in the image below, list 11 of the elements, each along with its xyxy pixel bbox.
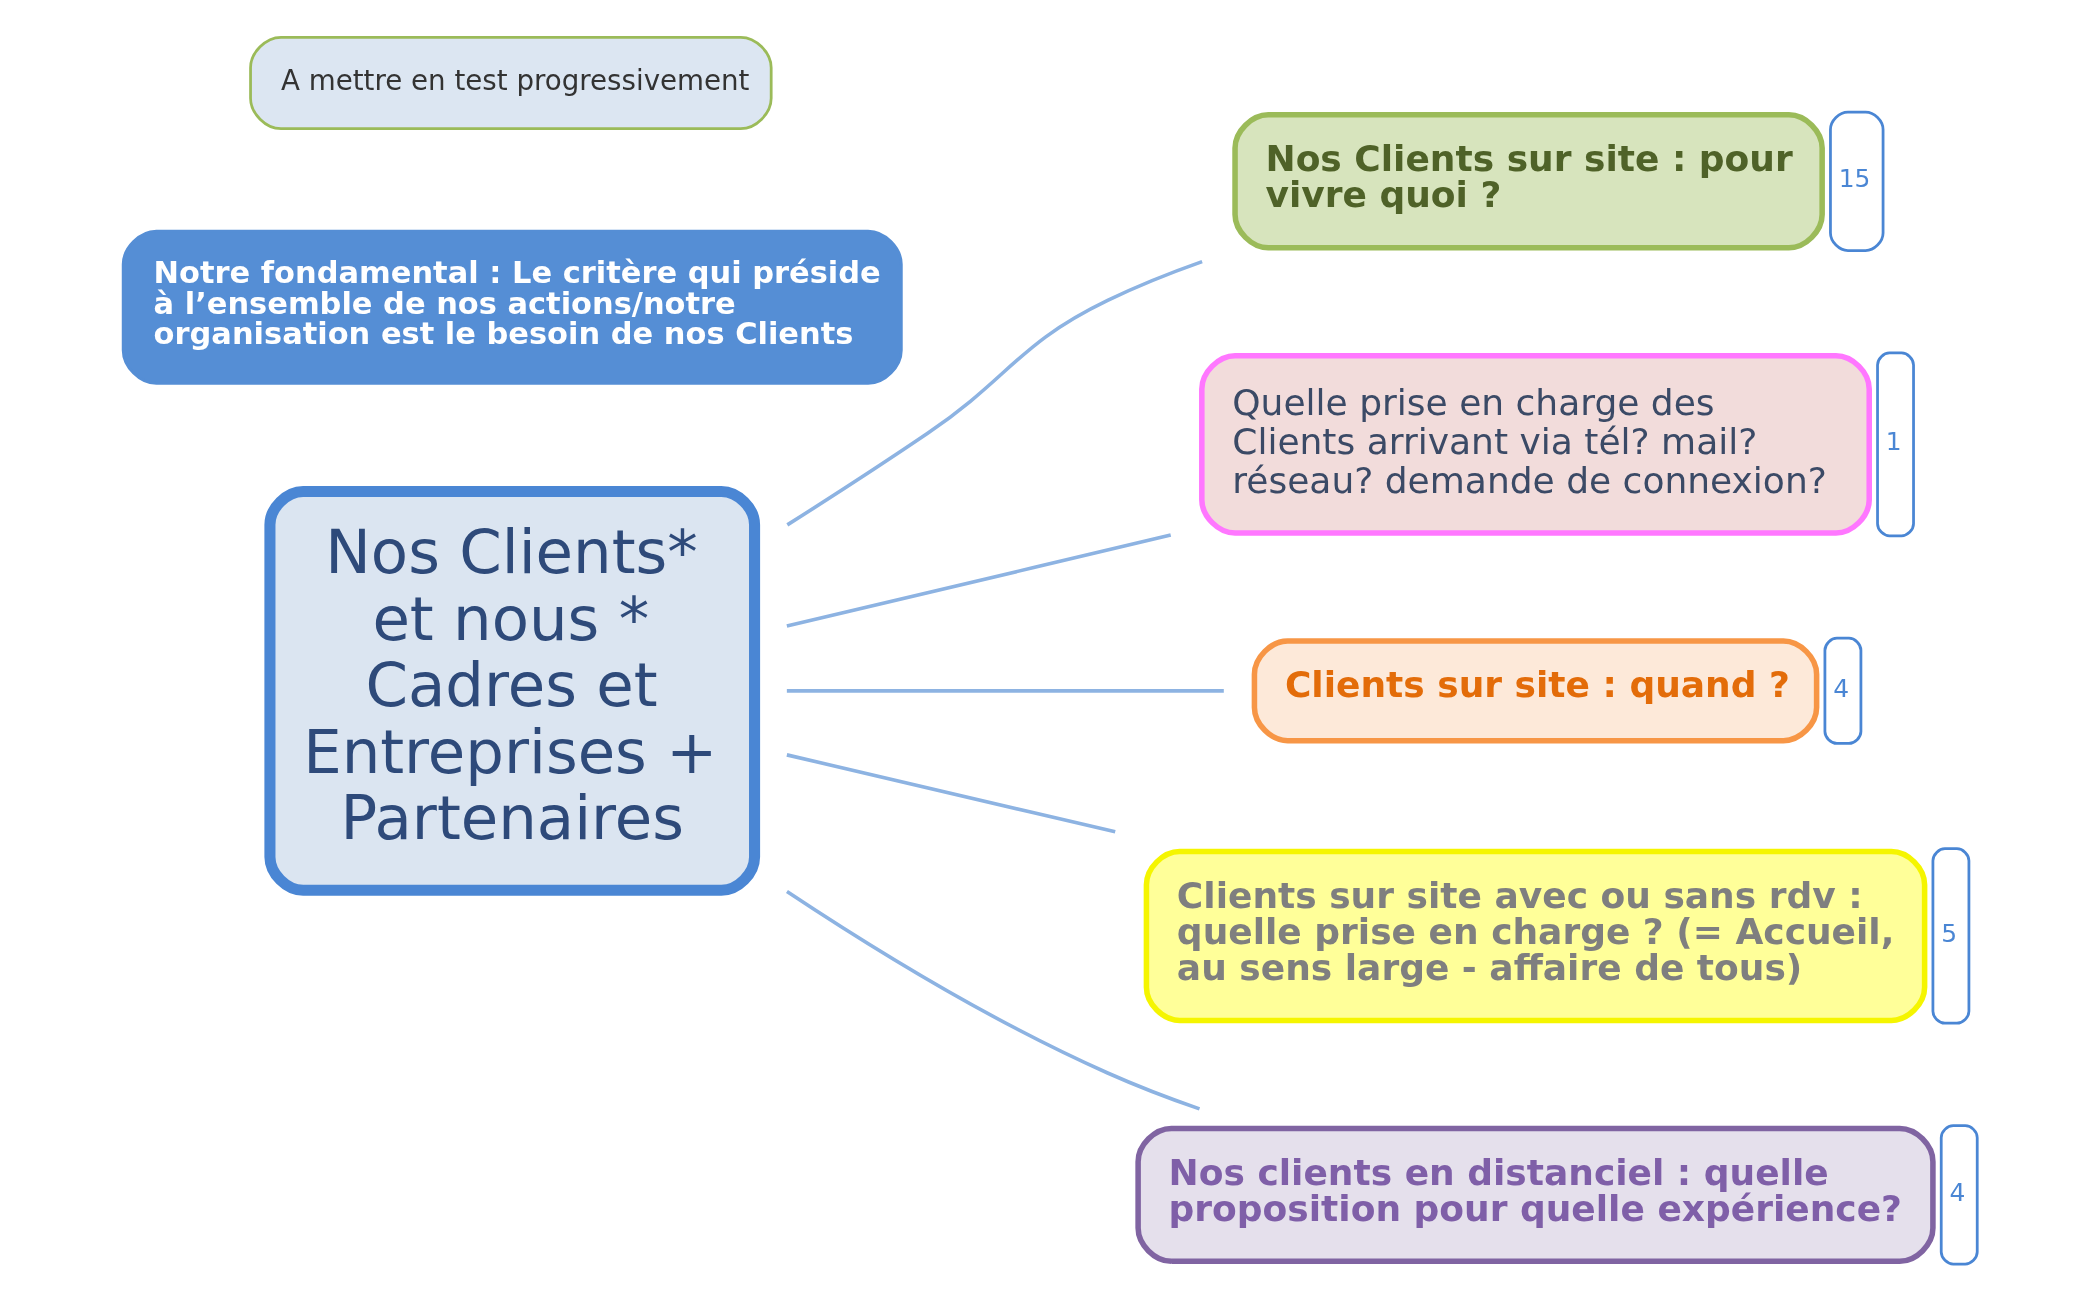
connector <box>786 890 1201 1111</box>
node-label: 15 <box>1838 164 1871 194</box>
node-box: Nos Clients* et nous * Cadres et Entreprises + Partenaires <box>264 485 761 896</box>
connector <box>786 533 1172 628</box>
node-label: 4 <box>1833 673 1850 703</box>
connector <box>786 753 1116 834</box>
node-label: 5 <box>1941 919 1958 949</box>
connector <box>786 259 1203 527</box>
node-label: 1 <box>1885 427 1902 457</box>
node-label: 4 <box>1949 1177 1966 1207</box>
connector <box>786 689 1224 693</box>
